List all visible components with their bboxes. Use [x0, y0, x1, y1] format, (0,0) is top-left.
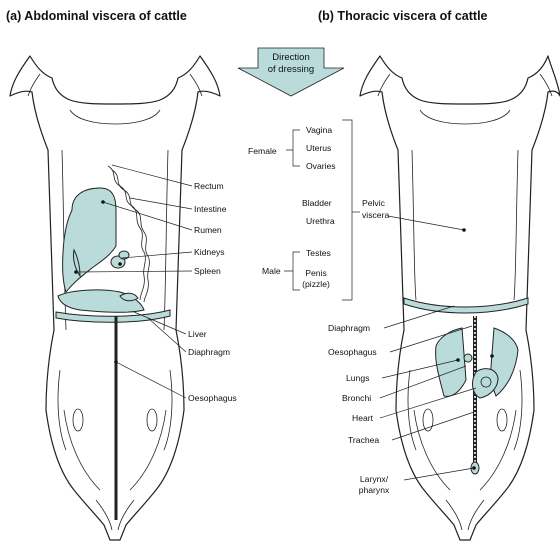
label-kidneys: Kidneys	[194, 247, 225, 257]
label-spleen: Spleen	[194, 266, 221, 276]
left-organs	[56, 166, 170, 520]
label-bronchi: Bronchi	[342, 393, 371, 403]
label-ovaries: Ovaries	[306, 161, 336, 171]
label-oesophagus-right: Oesophagus	[328, 347, 377, 357]
label-diaphragm-right: Diaphragm	[328, 323, 370, 333]
label-female: Female	[248, 146, 277, 156]
label-larynx: Larynx/	[360, 474, 389, 484]
label-viscera: viscera	[362, 210, 389, 220]
right-organs	[404, 298, 528, 474]
arrow-label-line1: Direction	[272, 52, 310, 63]
label-pelvic: Pelvic	[362, 198, 386, 208]
right-title: (b) Thoracic viscera of cattle	[318, 9, 488, 23]
right-carcass-outline	[360, 56, 560, 540]
label-uterus: Uterus	[306, 143, 331, 153]
bronchi-shape	[464, 354, 472, 362]
label-trachea: Trachea	[348, 435, 379, 445]
label-rumen: Rumen	[194, 225, 222, 235]
label-male: Male	[262, 266, 281, 276]
diaphragm-shape-right	[404, 298, 528, 313]
label-lungs: Lungs	[346, 373, 369, 383]
label-urethra: Urethra	[306, 216, 335, 226]
pelvic-viscera-key: Female Vagina Uterus Ovaries Bladder Ure…	[248, 120, 466, 300]
label-pizzle: (pizzle)	[302, 279, 330, 289]
label-heart: Heart	[352, 413, 374, 423]
label-pharynx: pharynx	[359, 485, 390, 495]
left-title: (a) Abdominal viscera of cattle	[6, 9, 187, 23]
label-diaphragm-left: Diaphragm	[188, 347, 230, 357]
lung-left-shape	[436, 328, 466, 396]
heart-shape	[473, 369, 498, 398]
arrow-label-line2: of dressing	[268, 64, 314, 75]
label-testes: Testes	[306, 248, 331, 258]
label-vagina: Vagina	[306, 125, 332, 135]
direction-arrow: Direction of dressing	[238, 48, 344, 96]
label-penis: Penis	[305, 268, 327, 278]
label-bladder: Bladder	[302, 198, 332, 208]
label-liver: Liver	[188, 329, 207, 339]
label-oesophagus-left: Oesophagus	[188, 393, 237, 403]
label-rectum: Rectum	[194, 181, 224, 191]
label-intestine: Intestine	[194, 204, 227, 214]
